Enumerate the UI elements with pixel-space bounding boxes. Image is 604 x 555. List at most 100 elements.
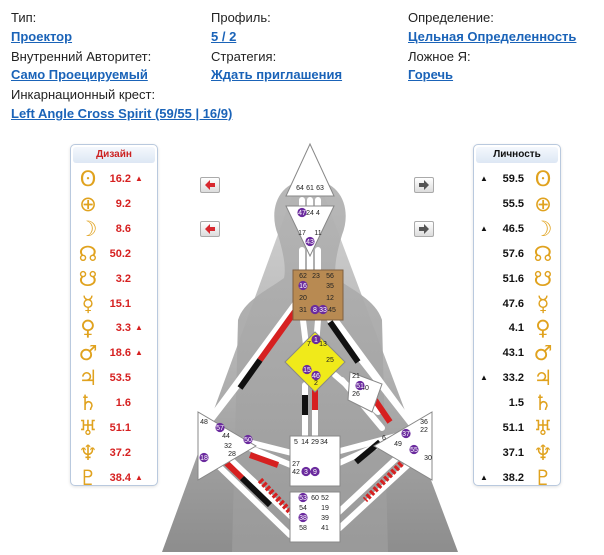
- gate-value: 50.2: [109, 247, 131, 260]
- gate-label: 22: [420, 427, 428, 434]
- moon-icon: ☽: [533, 216, 553, 241]
- active-gate-marker: [297, 207, 307, 218]
- gate-value: 1.5: [508, 397, 524, 410]
- south-node-icon: ☋: [78, 266, 98, 291]
- planet-row-north-node: ☊ 50.2: [71, 242, 157, 267]
- solar-plexus-center: [373, 411, 433, 481]
- gate-value: 46.5: [502, 222, 524, 235]
- active-gate-marker: [401, 428, 411, 439]
- gate-value: 16.2: [109, 173, 131, 185]
- definition-link[interactable]: Цельная Определенность: [408, 29, 577, 44]
- root-center: [289, 491, 341, 543]
- gate-label: 16: [299, 283, 307, 290]
- ajna-center: [285, 205, 335, 258]
- authority-link[interactable]: Само Проецируемый: [11, 67, 148, 82]
- mercury-icon: ☿: [536, 291, 550, 316]
- gate-label: 39: [321, 515, 329, 522]
- gate-label: 26: [352, 391, 360, 398]
- gate-label: 48: [200, 419, 208, 426]
- south-node-icon: ☋: [533, 266, 553, 291]
- gate-label: 7: [307, 341, 311, 348]
- personality-arrow-button-top[interactable]: [414, 177, 434, 193]
- gate-value: 3.2: [115, 272, 131, 285]
- gate-label: 28: [228, 451, 236, 458]
- saturn-icon: ♄: [78, 391, 98, 416]
- gate-label: 19: [321, 505, 329, 512]
- active-gate-marker: [409, 444, 419, 455]
- gate-label: 12: [326, 295, 334, 302]
- saturn-icon: ♄: [533, 391, 553, 416]
- design-panel-title: Дизайн: [73, 147, 155, 163]
- gate-label: 49: [394, 441, 402, 448]
- active-gate-marker: [298, 512, 308, 523]
- definition-label: Определение:: [408, 10, 494, 25]
- neptune-icon: ♆: [533, 440, 553, 465]
- gate-value: 8.6: [115, 222, 131, 235]
- sacral-center: [289, 435, 341, 487]
- exaltation-triangle-icon: ▲: [480, 223, 488, 233]
- planet-row-pluto: ♇38.4▲: [71, 466, 157, 491]
- gate-label: 23: [312, 273, 320, 280]
- exaltation-triangle-icon: ▲: [480, 174, 488, 183]
- north-node-icon: ☊: [78, 241, 98, 266]
- planet-row-uranus: ♅51.1: [71, 416, 157, 441]
- type-link[interactable]: Проектор: [11, 29, 73, 44]
- profile-link[interactable]: 5 / 2: [211, 29, 237, 44]
- planet-row-south-node: ☋ 3.2: [71, 267, 157, 292]
- gate-value: 33.2: [502, 372, 524, 385]
- gate-value: 38.2: [502, 471, 524, 484]
- gate-label: 6: [382, 435, 386, 442]
- gate-label: 63: [316, 185, 324, 192]
- personality-arrow-button-bottom[interactable]: [414, 221, 434, 237]
- profile-label: Профиль:: [211, 10, 271, 25]
- gate-label: 17: [298, 230, 306, 237]
- gate-label: 34: [320, 439, 328, 446]
- exaltation-triangle-icon: ▲: [480, 472, 488, 482]
- cross-link[interactable]: Left Angle Cross Spirit (59/55 | 16/9): [11, 106, 233, 121]
- active-gate-marker: [305, 236, 315, 247]
- gate-label: 9: [313, 469, 317, 476]
- active-gate-marker: [298, 280, 308, 291]
- gate-label: 27: [292, 461, 300, 468]
- design-arrow-button-bottom[interactable]: [200, 221, 220, 237]
- gate-value: 47.6: [502, 297, 524, 310]
- design-arrow-button-top[interactable]: [200, 177, 220, 193]
- gate-label: 18: [200, 455, 208, 462]
- planet-row-uranus: ♅51.1: [474, 416, 560, 441]
- gate-label: 24: [306, 210, 314, 217]
- gate-label: 41: [321, 525, 329, 532]
- gate-label: 5: [294, 439, 298, 446]
- gate-label: 4: [316, 210, 320, 217]
- gate-label: 38: [299, 515, 307, 522]
- notself-label: Ложное Я:: [408, 49, 471, 64]
- gate-value: 51.1: [109, 422, 131, 434]
- active-gate-marker: [311, 334, 321, 345]
- notself-link[interactable]: Горечь: [408, 67, 454, 82]
- ego-center: [347, 371, 383, 413]
- gate-label: 33: [319, 307, 327, 314]
- planet-row-mercury: ☿15.1: [71, 292, 157, 317]
- exaltation-triangle-icon: ▲: [135, 174, 143, 183]
- planet-row-saturn: ♄ 1.5: [474, 391, 560, 416]
- active-gate-marker: [355, 380, 365, 391]
- active-gate-marker: [215, 422, 225, 433]
- gate-label: 58: [299, 525, 307, 532]
- gate-value: 18.6: [109, 347, 131, 360]
- earth-icon: ⊕: [79, 191, 97, 216]
- exaltation-triangle-icon: ▲: [135, 323, 143, 333]
- active-gate-marker: [199, 452, 209, 463]
- planet-row-north-node: ☊57.6: [474, 242, 560, 267]
- planet-row-mars: ♂43.1: [474, 341, 560, 366]
- gate-value: 51.6: [502, 272, 524, 285]
- strategy-link[interactable]: Ждать приглашения: [211, 67, 343, 82]
- gate-label: 62: [299, 273, 307, 280]
- planet-row-mercury: ☿ 47.6: [474, 292, 560, 317]
- g-center: [284, 331, 346, 393]
- gate-label: 37: [402, 431, 410, 438]
- planet-row-moon: ☽ 46.5 ▲: [474, 217, 560, 242]
- gate-value: 55.5: [502, 197, 524, 210]
- gate-value: 3.3: [115, 322, 131, 335]
